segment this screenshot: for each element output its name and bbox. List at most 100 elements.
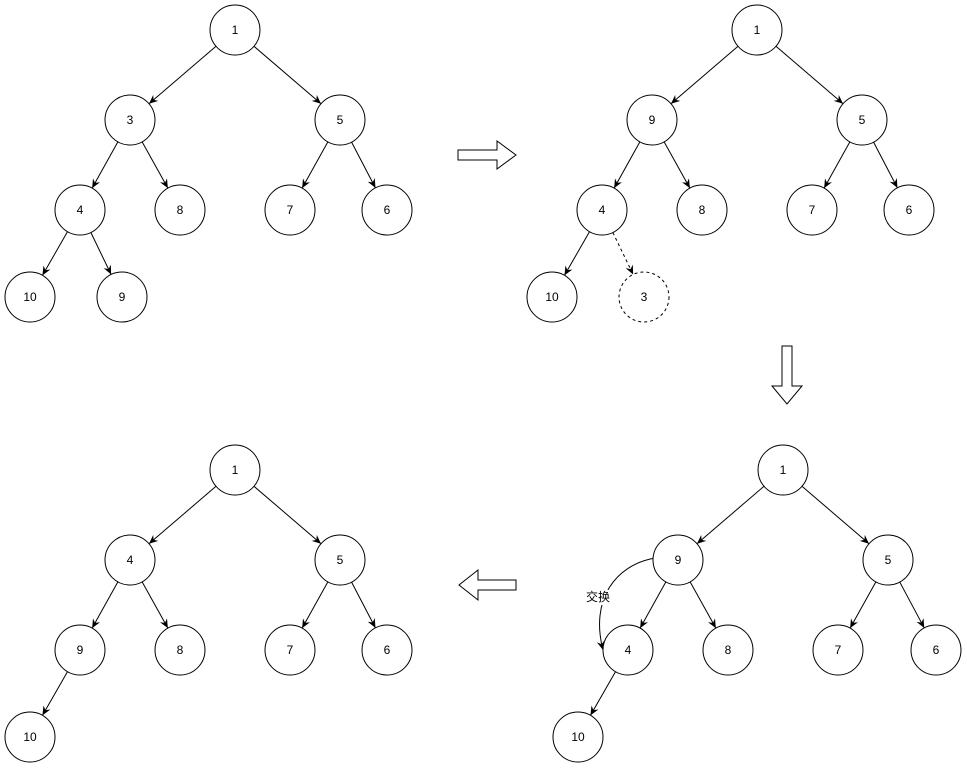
tree-node: 7 xyxy=(264,184,316,236)
tree-node: 6 xyxy=(361,624,413,676)
node-label: 1 xyxy=(754,23,761,37)
tree-node: 8 xyxy=(154,624,206,676)
node-circle xyxy=(96,271,148,323)
edge-a1-a3 xyxy=(148,45,217,105)
node-circle xyxy=(154,184,206,236)
edge-b9-b4 xyxy=(613,141,641,189)
node-circle xyxy=(209,4,261,56)
edge-d1-d4 xyxy=(148,485,217,545)
node-circle xyxy=(702,624,754,676)
node-label: 1 xyxy=(232,463,239,477)
node-label: 10 xyxy=(545,290,559,304)
tree-node: 4 xyxy=(54,184,106,236)
flow-arrow-right xyxy=(457,140,517,170)
node-label: 5 xyxy=(859,113,866,127)
edge-b1-b5 xyxy=(775,45,844,105)
node-label: 7 xyxy=(809,203,816,217)
edge-a5-a6 xyxy=(351,141,376,189)
edge-d5-d6 xyxy=(351,581,376,629)
tree-node: 5 xyxy=(862,534,914,586)
tree-node: 10 xyxy=(4,711,56,763)
edge-d5-d7 xyxy=(301,581,329,629)
tree-node: 10 xyxy=(4,271,56,323)
node-circle xyxy=(264,184,316,236)
edge-a1-a5 xyxy=(253,45,322,105)
node-circle xyxy=(54,624,106,676)
node-circle xyxy=(4,711,56,763)
node-label: 1 xyxy=(780,463,787,477)
tree-3: 1 9 5 4 8 7 6 10 xyxy=(552,444,962,763)
edge-d1-d5 xyxy=(253,485,322,545)
edge-b1-b9 xyxy=(670,45,739,105)
node-label: 5 xyxy=(885,553,892,567)
node-circle xyxy=(526,271,578,323)
node-circle xyxy=(54,184,106,236)
edge-c5-c6 xyxy=(899,581,925,629)
tree-node: 6 xyxy=(910,624,962,676)
node-circle xyxy=(209,444,261,496)
tree-node: 1 xyxy=(757,444,809,496)
edge-c1-c5 xyxy=(801,485,870,545)
edge-a3-a4 xyxy=(91,141,119,189)
node-label: 9 xyxy=(77,643,84,657)
node-circle xyxy=(883,184,935,236)
edge-d9-d10 xyxy=(42,671,68,716)
node-circle xyxy=(731,4,783,56)
edge-a3-a8 xyxy=(141,141,169,189)
node-label: 4 xyxy=(77,203,84,217)
edge-d4-d9 xyxy=(91,581,119,629)
node-circle xyxy=(264,624,316,676)
node-label: 10 xyxy=(571,730,585,744)
node-circle xyxy=(910,624,962,676)
node-circle xyxy=(576,184,628,236)
node-circle xyxy=(602,624,654,676)
tree-node: 3 xyxy=(618,271,670,323)
node-label: 8 xyxy=(725,643,732,657)
edge-b9-b8 xyxy=(663,141,691,189)
node-circle xyxy=(154,624,206,676)
edge-a4-a9 xyxy=(90,232,112,275)
node-label: 3 xyxy=(641,290,648,304)
node-circle xyxy=(361,184,413,236)
node-circle xyxy=(836,94,888,146)
tree-node: 1 xyxy=(209,4,261,56)
node-label: 5 xyxy=(337,113,344,127)
node-circle xyxy=(652,534,704,586)
edge-c4-c10 xyxy=(590,671,616,716)
edge-c5-c7 xyxy=(849,581,877,629)
tree-node: 8 xyxy=(154,184,206,236)
tree-node: 1 xyxy=(209,444,261,496)
edge-d4-d8 xyxy=(141,581,169,629)
tree-node: 10 xyxy=(526,271,578,323)
swap-label-bg xyxy=(584,590,612,605)
node-label: 3 xyxy=(127,113,134,127)
flow-arrow-down xyxy=(770,345,804,405)
node-label: 4 xyxy=(625,643,632,657)
node-circle xyxy=(676,184,728,236)
node-label: 7 xyxy=(287,643,294,657)
tree-node: 4 xyxy=(602,624,654,676)
tree-node: 7 xyxy=(786,184,838,236)
node-circle xyxy=(757,444,809,496)
node-circle xyxy=(812,624,864,676)
node-label: 6 xyxy=(933,643,940,657)
node-label: 1 xyxy=(232,23,239,37)
node-label: 9 xyxy=(649,113,656,127)
node-label: 5 xyxy=(337,553,344,567)
tree-node: 9 xyxy=(626,94,678,146)
tree-node: 8 xyxy=(702,624,754,676)
node-label: 7 xyxy=(835,643,842,657)
edge-a4-a10 xyxy=(42,231,68,276)
node-label: 7 xyxy=(287,203,294,217)
node-circle xyxy=(4,271,56,323)
node-label: 9 xyxy=(675,553,682,567)
tree-node: 6 xyxy=(361,184,413,236)
node-label: 8 xyxy=(699,203,706,217)
tree-node: 5 xyxy=(836,94,888,146)
node-label: 10 xyxy=(23,290,37,304)
node-circle xyxy=(552,711,604,763)
node-circle xyxy=(104,94,156,146)
